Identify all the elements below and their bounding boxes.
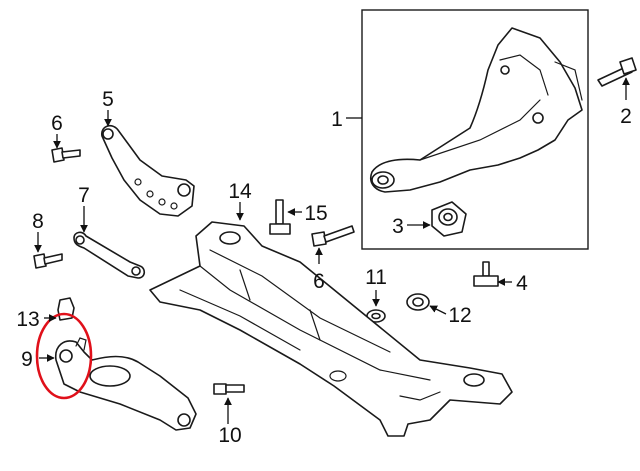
upper-arm-5-part[interactable]: [101, 124, 195, 217]
callout-11: 11: [365, 266, 387, 289]
callout-1: 1: [331, 108, 343, 131]
callout-3: 3: [392, 215, 404, 238]
bolt-10-part[interactable]: [213, 383, 245, 395]
callout-12: 12: [448, 304, 471, 327]
bolt-8-part[interactable]: [33, 253, 63, 269]
bolt-2-part[interactable]: [597, 57, 637, 87]
callout-2: 2: [620, 105, 632, 128]
callout-6-left: 6: [51, 112, 63, 135]
trailing-arm-part[interactable]: [369, 27, 583, 193]
callout-6-right: 6: [313, 270, 325, 293]
bolt-6-right-part[interactable]: [311, 225, 355, 247]
callout-labels: 1 2 3 4 5 6 7 8 9 10 11 12 13 14 15 6: [16, 88, 632, 447]
washer-11-part[interactable]: [366, 309, 386, 323]
callout-7: 7: [78, 184, 90, 207]
lower-control-arm-9-part[interactable]: [54, 337, 197, 431]
callout-15: 15: [304, 202, 327, 225]
bolt-6-left-part[interactable]: [51, 147, 81, 163]
callout-4: 4: [516, 272, 528, 295]
bushing-3-part[interactable]: [431, 201, 467, 237]
highlight-circle: [35, 312, 93, 400]
bolt-15-part[interactable]: [269, 199, 291, 235]
callout-13: 13: [16, 308, 39, 331]
lateral-link-7-part[interactable]: [73, 231, 146, 279]
trailing-arm-inset-box: [361, 9, 589, 250]
nut-12-part[interactable]: [406, 293, 430, 311]
stud-4-part[interactable]: [473, 261, 499, 287]
callout-14: 14: [228, 180, 252, 203]
callout-5: 5: [102, 88, 114, 111]
leader-lines: [34, 77, 630, 424]
leader-12: [429, 305, 447, 315]
callout-8: 8: [32, 210, 44, 233]
crossmember-14-part[interactable]: [149, 221, 513, 437]
callout-10: 10: [218, 424, 241, 447]
callout-9: 9: [21, 348, 33, 371]
